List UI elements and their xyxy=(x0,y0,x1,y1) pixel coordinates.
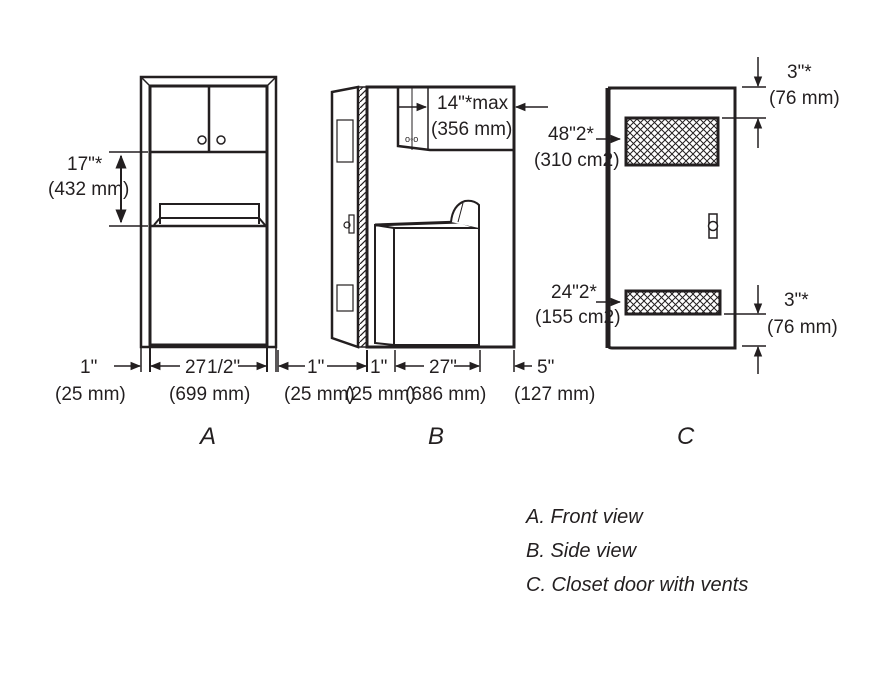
door-view: 48"2* (310 cm2) 24"2* (155 cm2) 3"* (76 … xyxy=(534,57,840,450)
bottom-offset-in: 3"* xyxy=(784,290,809,311)
top-offset-in: 3"* xyxy=(787,62,812,83)
rear-gap-mm: (127 mm) xyxy=(514,384,595,405)
door-gap-in: 1" xyxy=(307,357,324,378)
bottom-vent-area-cm: (155 cm2) xyxy=(535,307,621,328)
cabinet-depth-in: 14"*max xyxy=(437,93,509,114)
appliance-body xyxy=(393,227,480,346)
legend-item-c: C. Closet door with vents xyxy=(526,574,749,596)
width-fraction: 1/2" xyxy=(207,357,240,378)
depth-in: 27" xyxy=(429,357,457,378)
legend-item-b: B. Side view xyxy=(526,540,637,562)
wall-cabinet xyxy=(396,87,514,152)
bottom-vent-area-in: 24"2* xyxy=(551,282,597,303)
wall-mm: (25 mm) xyxy=(345,384,416,405)
left-gap-in: 1" xyxy=(80,357,97,378)
side-view: o◦o 14"*max (356 mm) 1" (25 mm) 1" (25 m… xyxy=(277,85,595,450)
cabinet-knob-right xyxy=(216,135,226,145)
closet-enclosure xyxy=(365,85,516,349)
view-label-b: B xyxy=(428,423,444,450)
cabinet-knobs: o◦o xyxy=(405,134,418,144)
door-gap-mm: (25 mm) xyxy=(284,384,355,405)
door-knob xyxy=(707,220,719,232)
depth-mm: (686 mm) xyxy=(405,384,486,405)
front-view: 17"* (432 mm) 1" (25 mm) 27 1/2" (699 mm… xyxy=(48,75,278,450)
appliance-control-panel xyxy=(159,203,260,224)
cabinet-depth-mm: (356 mm) xyxy=(431,119,512,140)
height-in: 17"* xyxy=(67,154,103,175)
top-vent xyxy=(624,116,720,167)
bottom-vent xyxy=(624,289,722,316)
closet-frame xyxy=(139,75,278,349)
legend-item-a: A. Front view xyxy=(526,506,643,528)
bottom-offset-mm: (76 mm) xyxy=(767,317,838,338)
top-vent-area-in: 48"2* xyxy=(548,124,594,145)
door-handle xyxy=(348,214,355,234)
appliance-control-panel-side xyxy=(450,199,480,228)
door-vent-upper xyxy=(336,119,354,163)
left-gap-mm: (25 mm) xyxy=(55,384,126,405)
cabinet-knob-left xyxy=(197,135,207,145)
view-label-a: A xyxy=(198,423,216,450)
height-mm: (432 mm) xyxy=(48,179,129,200)
width-in: 27 xyxy=(185,357,206,378)
top-offset-mm: (76 mm) xyxy=(769,88,840,109)
legend: A. Front view B. Side view C. Closet doo… xyxy=(526,503,748,605)
door-vent-lower xyxy=(336,284,354,312)
width-mm: (699 mm) xyxy=(169,384,250,405)
wall-in: 1" xyxy=(370,357,387,378)
appliance-side xyxy=(374,223,395,347)
rear-gap-in: 5" xyxy=(537,357,554,378)
top-vent-area-cm: (310 cm2) xyxy=(534,150,620,171)
view-label-c: C xyxy=(677,423,695,450)
